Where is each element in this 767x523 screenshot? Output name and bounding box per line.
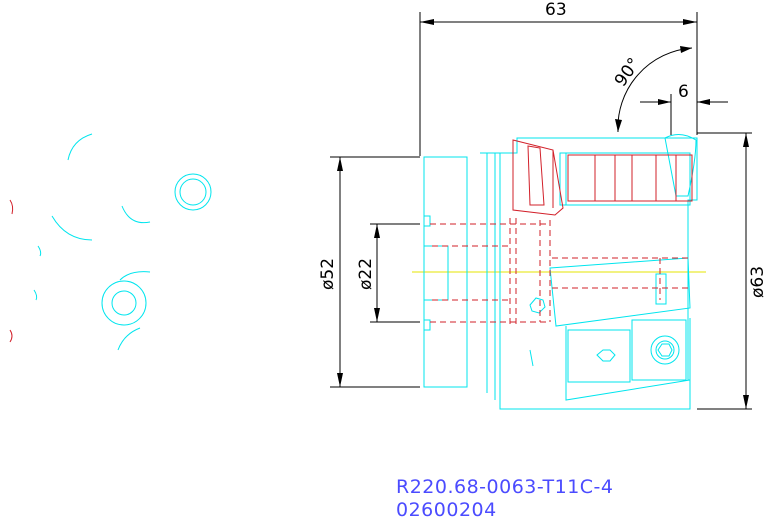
item-code: 02600204 — [396, 499, 497, 521]
insert-and-hidden-lines — [430, 139, 693, 326]
dimension-dia-52: ø52 — [318, 156, 420, 388]
part-number: R220.68-0063-T11C-4 — [396, 476, 614, 498]
angle-dimension-label: 90° — [611, 54, 645, 90]
inner-diameter-label: ø22 — [356, 258, 376, 290]
width-dimension-label: 63 — [545, 0, 567, 20]
title-block: R220.68-0063-T11C-4 02600204 — [396, 476, 614, 522]
offset-dimension-label: 6 — [678, 82, 689, 102]
dimension-dia-63: ø63 — [697, 132, 767, 410]
dimension-width-63: 63 — [419, 0, 698, 156]
sketch-fragments — [9, 133, 212, 351]
cutter-diameter-label: ø63 — [748, 266, 767, 298]
outer-diameter-label: ø52 — [318, 258, 338, 290]
dimension-offset-6: 6 — [640, 82, 728, 135]
dimension-dia-22: ø22 — [356, 223, 420, 323]
